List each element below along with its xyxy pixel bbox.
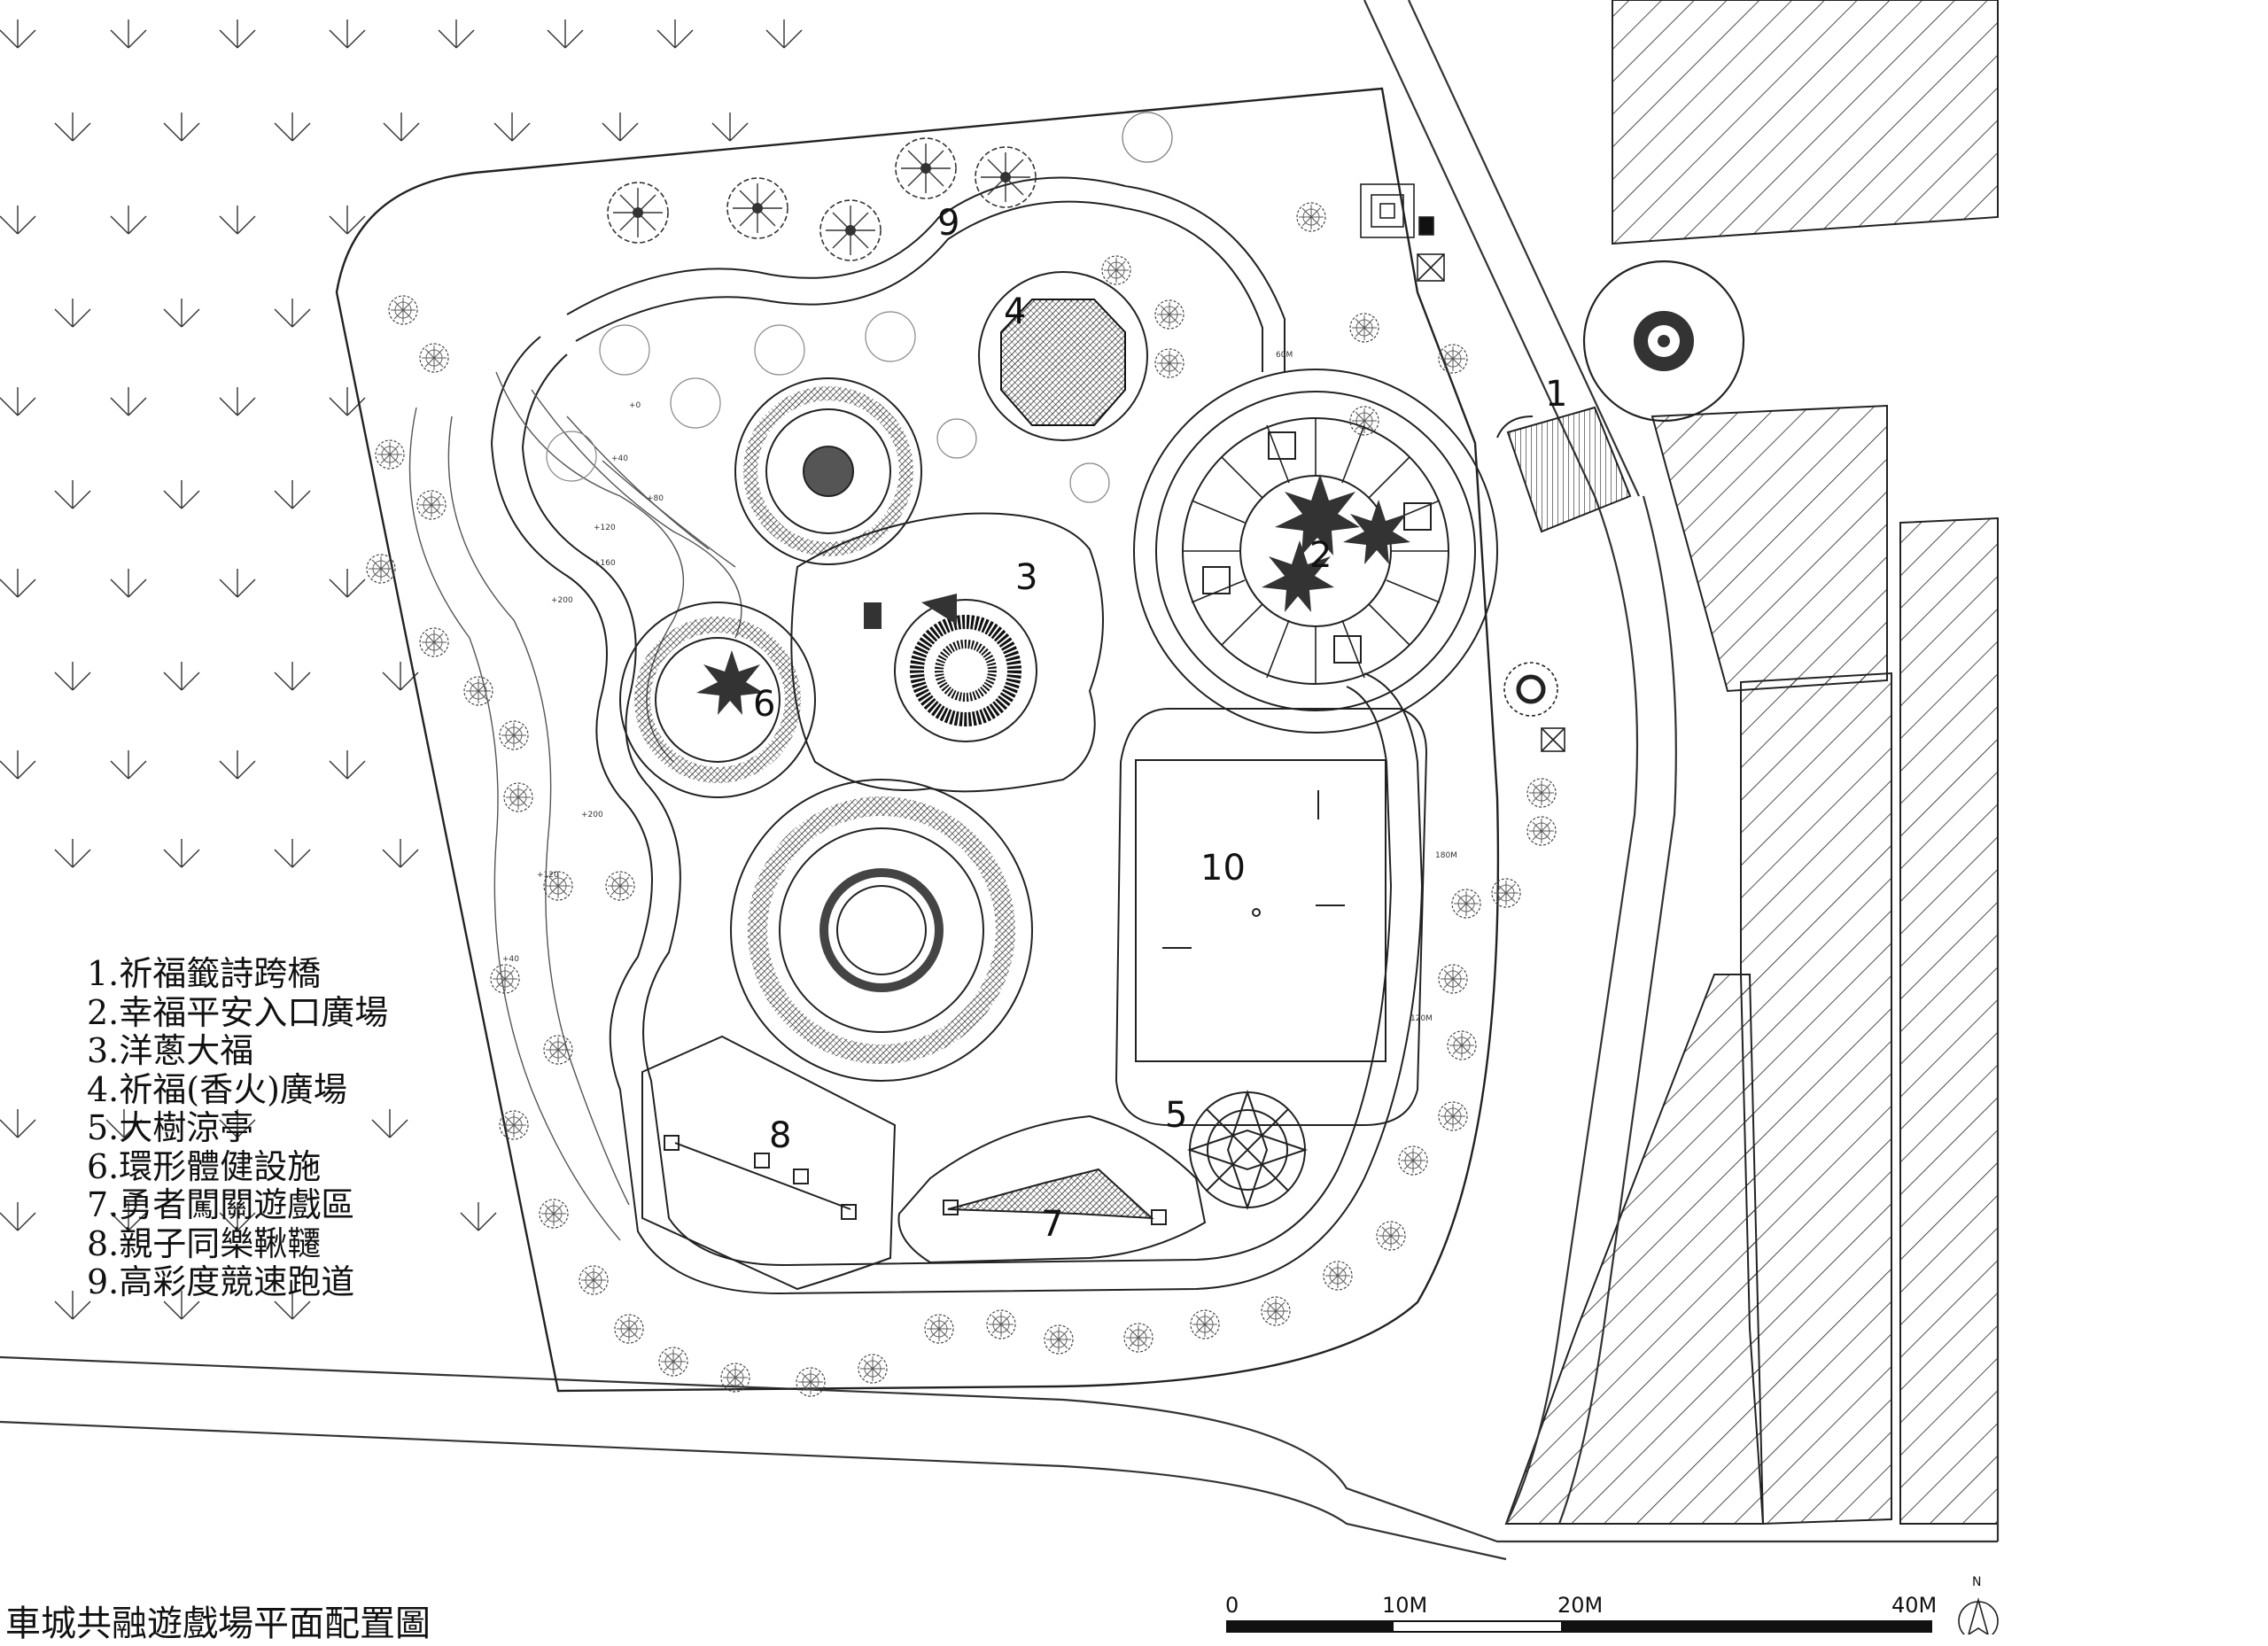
zone-8-swings [641, 1035, 897, 1291]
zone-7-game-area [897, 1114, 1207, 1264]
scale-bar [1226, 1620, 1932, 1633]
zone-label-2: 2 [1309, 535, 1332, 576]
scale-label-0: 0 [1225, 1593, 1239, 1618]
legend-item-5: 5.大樹涼亭 [87, 1108, 254, 1147]
plan-title: 車城共融遊戲場平面配置圖 [5, 1603, 431, 1644]
zone-2-palms [1262, 474, 1410, 612]
zone-label-9: 9 [937, 203, 959, 244]
zone-label-5: 5 [1165, 1095, 1187, 1136]
zone-label-4: 4 [1004, 291, 1026, 332]
central-ring [730, 779, 1033, 1082]
zone-9-running-track [490, 176, 1424, 1295]
svg-text:60M: 60M [1276, 351, 1293, 360]
zone-label-3: 3 [1015, 557, 1037, 598]
upper-ring [734, 377, 922, 565]
legend-item-4: 4.祈福(香火)廣場 [87, 1069, 347, 1109]
mound-contours [408, 371, 742, 1241]
landmark-tree [1582, 260, 1745, 423]
svg-text:+40: +40 [611, 454, 628, 463]
svg-text:+120: +120 [537, 871, 559, 880]
legend-item-3: 3.洋蔥大福 [87, 1031, 254, 1070]
scale-label-40m: 40M [1891, 1593, 1938, 1618]
svg-text:+120: +120 [594, 524, 616, 532]
legend-item-6: 6.環形體健設施 [87, 1146, 322, 1186]
north-arrow [1958, 1597, 1999, 1634]
legend: 1.祈福籤詩跨橋 2.幸福平安入口廣場 3.洋蔥大福 4.祈福(香火)廣場 5.… [87, 954, 389, 1302]
svg-text:+200: +200 [551, 596, 573, 605]
svg-text:180M: 180M [1435, 851, 1457, 860]
svg-text:+0: +0 [629, 401, 641, 410]
zone-label-8: 8 [769, 1115, 791, 1156]
zone-6-palm [696, 650, 764, 715]
zone-label-1: 1 [1545, 374, 1567, 415]
zone-1-bridge [1496, 406, 1632, 533]
zone-5-pavilion [1186, 1089, 1309, 1211]
svg-text:+80: +80 [647, 494, 664, 503]
zone-label-6: 6 [753, 684, 775, 725]
zone-label-7: 7 [1041, 1204, 1063, 1245]
zone-label-10: 10 [1200, 848, 1246, 889]
site-boundary [335, 87, 1500, 1393]
svg-text:+200: +200 [581, 811, 603, 819]
zone-10-field [1115, 708, 1428, 1126]
zone-4-plaza [978, 271, 1148, 441]
zone-labels: 1 2 3 4 5 6 7 8 9 10 [753, 203, 1567, 1245]
svg-text:+160: +160 [594, 559, 616, 568]
surrounding-roads [0, 0, 2000, 1561]
svg-text:+40: +40 [502, 955, 519, 964]
scale-label-10m: 10M [1382, 1593, 1428, 1618]
legend-item-7: 7.勇者闖關遊戲區 [87, 1185, 355, 1224]
elevation-marks: +0 +40 +80 +120 +160 +200 +200 +120 +40 … [502, 351, 1457, 1023]
legend-item-1: 1.祈福籤詩跨橋 [87, 954, 322, 993]
svg-text:120M: 120M [1410, 1014, 1433, 1023]
neighboring-buildings [1504, 0, 1999, 1526]
legend-item-8: 8.親子同樂鞦韆 [87, 1223, 322, 1263]
legend-item-2: 2.幸福平安入口廣場 [87, 992, 389, 1032]
north-label: N [1972, 1575, 1982, 1589]
zone-3-onion [790, 512, 1104, 793]
scale-label-20m: 20M [1557, 1593, 1604, 1618]
zone-2-entrance-plaza [1133, 369, 1498, 734]
monument [1360, 183, 1565, 752]
legend-item-9: 9.高彩度競速跑道 [87, 1262, 355, 1301]
zone-6-fitness-ring [619, 602, 816, 798]
